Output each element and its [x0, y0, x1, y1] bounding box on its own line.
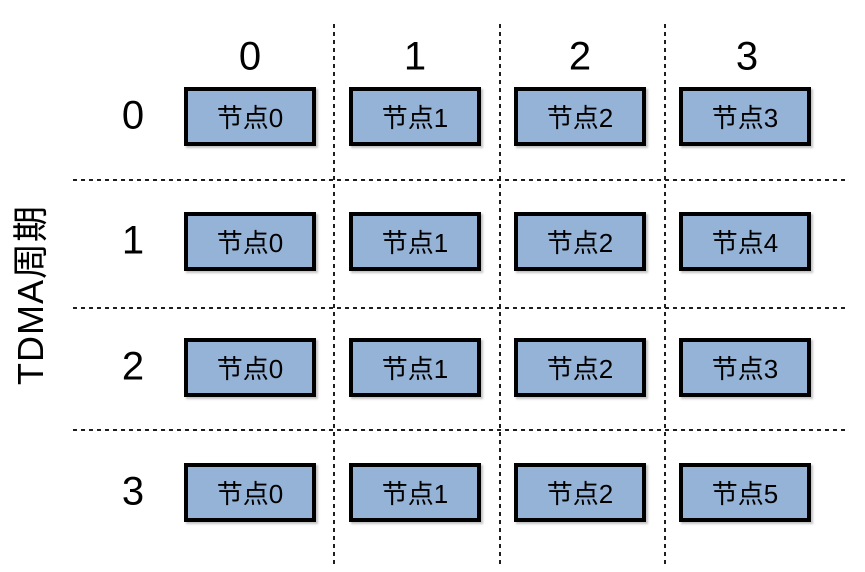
row-divider-line [73, 179, 845, 181]
node-box: 节点1 [349, 212, 481, 271]
row-label-3: 3 [121, 469, 145, 514]
node-label: 节点1 [381, 479, 449, 509]
node-label: 节点0 [216, 354, 284, 384]
node-box: 节点2 [514, 87, 646, 146]
node-label: 节点3 [711, 103, 779, 133]
node-label: 节点5 [711, 479, 779, 509]
row-divider-line [73, 307, 845, 309]
node-box: 节点0 [184, 87, 316, 146]
node-box: 节点0 [184, 338, 316, 397]
node-label: 节点0 [216, 228, 284, 258]
node-box: 节点0 [184, 212, 316, 271]
column-header-3: 3 [735, 34, 759, 79]
node-label: 节点2 [546, 479, 614, 509]
node-label: 节点0 [216, 479, 284, 509]
node-label: 节点1 [381, 354, 449, 384]
node-box: 节点2 [514, 338, 646, 397]
column-header-2: 2 [568, 34, 592, 79]
column-header-0: 0 [238, 34, 262, 79]
column-header-1: 1 [403, 34, 427, 79]
node-box: 节点2 [514, 463, 646, 522]
column-divider-line [499, 24, 501, 565]
row-label-2: 2 [121, 344, 145, 389]
y-axis-label: TDMA周期 [10, 205, 51, 385]
node-label: 节点1 [381, 103, 449, 133]
node-label: 节点1 [381, 228, 449, 258]
column-divider-line [664, 24, 666, 565]
node-box: 节点2 [514, 212, 646, 271]
node-box: 节点3 [679, 87, 811, 146]
row-label-0: 0 [121, 93, 145, 138]
node-box: 节点1 [349, 338, 481, 397]
column-divider-line [333, 24, 335, 565]
node-label: 节点3 [711, 354, 779, 384]
node-box: 节点5 [679, 463, 811, 522]
node-label: 节点2 [546, 228, 614, 258]
node-label: 节点2 [546, 354, 614, 384]
row-divider-line [73, 429, 845, 431]
node-box: 节点3 [679, 338, 811, 397]
node-label: 节点4 [711, 228, 779, 258]
node-label: 节点2 [546, 103, 614, 133]
node-box: 节点1 [349, 87, 481, 146]
row-label-1: 1 [121, 218, 145, 263]
node-box: 节点0 [184, 463, 316, 522]
node-label: 节点0 [216, 103, 284, 133]
node-box: 节点4 [679, 212, 811, 271]
node-box: 节点1 [349, 463, 481, 522]
